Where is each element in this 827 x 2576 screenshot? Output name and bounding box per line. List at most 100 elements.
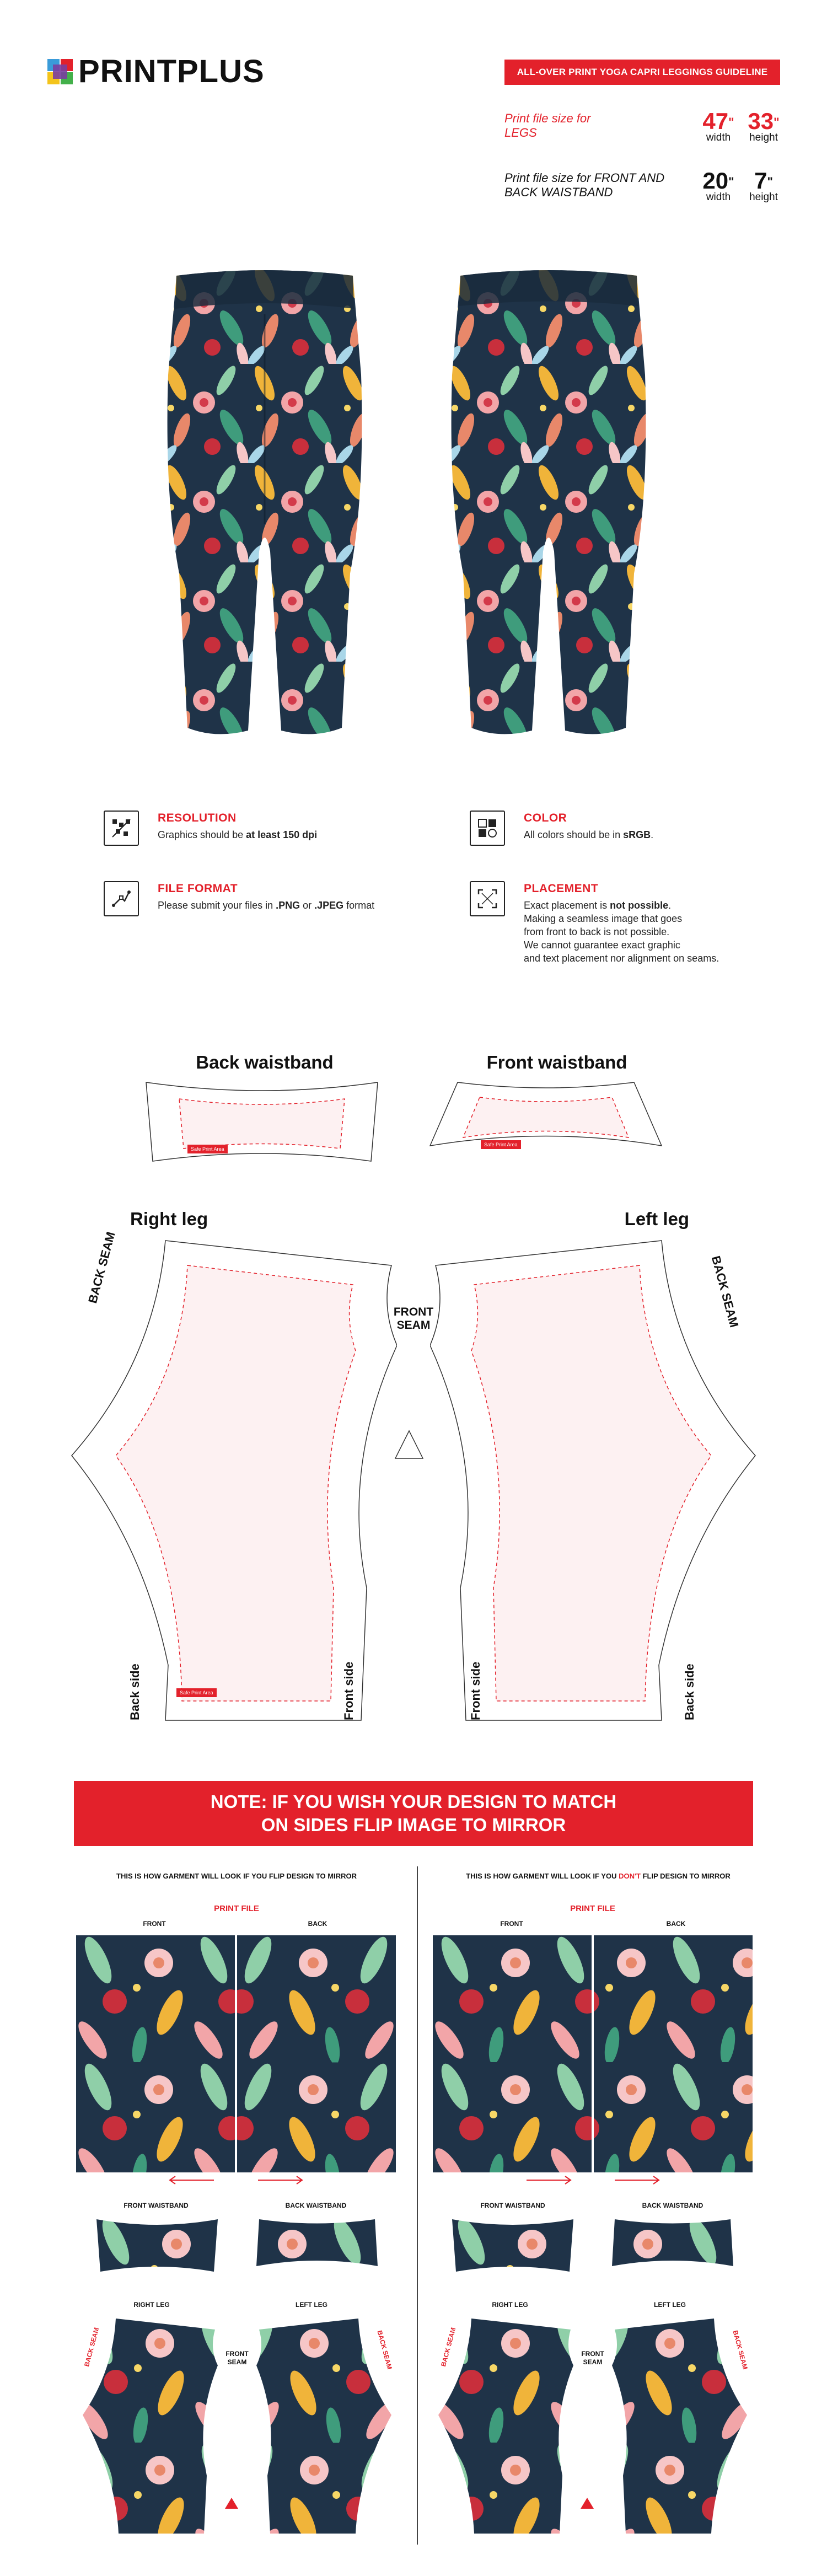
- front-seam-no-mirror-line1: FRONT: [581, 2350, 604, 2358]
- waistband-no-mirror-pieces: [452, 2219, 733, 2272]
- file-format-text-end: format: [343, 900, 375, 911]
- mirror-heading: THIS IS HOW GARMENT WILL LOOK IF YOU FLI…: [116, 1872, 357, 1880]
- right-leg-template: [71, 1240, 397, 1721]
- front-seam-mirror-line2: SEAM: [227, 2358, 247, 2366]
- note-line2: ON SIDES FLIP IMAGE TO MIRROR: [261, 1815, 566, 1835]
- safe-area-label-right-leg: Safe Print Area: [176, 1688, 217, 1697]
- placement-line1-end: .: [668, 900, 672, 911]
- right-leg-title: Right leg: [130, 1209, 208, 1229]
- left-leg-template: [430, 1240, 756, 1721]
- legs-height-value: 33: [748, 108, 774, 134]
- no-mirror-heading-end: FLIP DESIGN TO MIRROR: [641, 1872, 731, 1880]
- waistband-spec-label: Print file size for FRONT AND BACK WAIST…: [504, 171, 664, 200]
- front-seam-line1: FRONT: [393, 1306, 434, 1318]
- back-label-no-mirror: BACK: [666, 1920, 686, 1928]
- back-waistband-template: [146, 1082, 378, 1162]
- right-leg-label-no-mirror: RIGHT LEG: [492, 2301, 528, 2309]
- left-leg-title: Left leg: [624, 1209, 689, 1229]
- logo-mark-icon: [47, 59, 73, 84]
- front-seam-label-mirror: FRONT SEAM: [221, 2350, 254, 2366]
- safe-area-label-back-waistband: Safe Print Area: [187, 1145, 228, 1153]
- left-leg-label-mirror: LEFT LEG: [296, 2301, 327, 2309]
- file-format-block: FILE FORMAT Please submit your files in …: [158, 882, 374, 912]
- placement-line1: Exact placement is: [524, 900, 610, 911]
- placement-line4: We cannot guarantee exact graphic: [524, 940, 680, 951]
- print-file-mirror-panels: [76, 1935, 396, 2172]
- legs-height: 33" height: [743, 110, 784, 143]
- back-waistband-label-mirror: BACK WAISTBAND: [285, 2202, 347, 2209]
- legs-width: 47" width: [698, 110, 739, 143]
- placement-icon: [470, 881, 505, 916]
- mirror-note-banner: NOTE: IF YOU WISH YOUR DESIGN TO MATCH O…: [74, 1781, 753, 1846]
- note-line1: NOTE: IF YOU WISH YOUR DESIGN TO MATCH: [210, 1791, 617, 1812]
- color-text-bold: sRGB: [623, 829, 651, 840]
- right-leg-label-mirror: RIGHT LEG: [133, 2301, 170, 2309]
- waistband-height-unit: height: [749, 191, 778, 203]
- color-block: COLOR All colors should be in sRGB.: [524, 812, 653, 841]
- back-waistband-label-no-mirror: BACK WAISTBAND: [642, 2202, 704, 2209]
- legs-spec-label: Print file size for LEGS: [504, 111, 591, 140]
- front-seam-label: FRONT SEAM: [386, 1306, 441, 1332]
- color-text: All colors should be in: [524, 829, 624, 840]
- front-waistband-label-mirror: FRONT WAISTBAND: [123, 2202, 189, 2209]
- placement-line5: and text placement nor alignment on seam…: [524, 953, 719, 964]
- front-seam-line2: SEAM: [396, 1319, 431, 1332]
- resolution-text: Graphics should be: [158, 829, 246, 840]
- waistband-spec-label-line2: BACK WAISTBAND: [504, 185, 613, 199]
- safe-area-label-front-waistband: Safe Print Area: [481, 1140, 521, 1149]
- front-seam-no-mirror-line2: SEAM: [583, 2358, 603, 2366]
- back-side-label-left: Back side: [683, 1663, 696, 1720]
- inch-mark: ": [728, 175, 734, 189]
- waistband-height: 7" height: [743, 169, 784, 203]
- front-waistband-template: [429, 1082, 663, 1146]
- guideline-title-banner: ALL-OVER PRINT YOGA CAPRI LEGGINGS GUIDE…: [504, 60, 780, 85]
- inch-mark: ": [774, 115, 780, 129]
- waistband-spec-label-line1: Print file size for FRONT AND: [504, 171, 665, 185]
- legs-width-unit: width: [706, 132, 731, 143]
- back-label-mirror: BACK: [308, 1920, 327, 1928]
- file-format-text: Please submit your files in: [158, 900, 276, 911]
- file-format-png: .PNG: [276, 900, 300, 911]
- comparison-divider: [417, 1866, 418, 2545]
- brand-logo: PRINTPLUS: [47, 55, 265, 88]
- resolution-title: RESOLUTION: [158, 812, 237, 824]
- file-format-or: or: [300, 900, 315, 911]
- print-file-label-no-mirror: PRINT FILE: [570, 1904, 615, 1913]
- legs-spec-label-line2: LEGS: [504, 126, 537, 139]
- no-mirror-heading-text: THIS IS HOW GARMENT WILL LOOK IF YOU: [466, 1872, 619, 1880]
- waistband-width-unit: width: [706, 191, 731, 203]
- front-label-mirror: FRONT: [143, 1920, 166, 1928]
- print-file-no-mirror-panels: [433, 1935, 753, 2172]
- legs-spec-label-line1: Print file size for: [504, 111, 591, 125]
- brand-name: PRINTPLUS: [78, 53, 265, 89]
- legs-height-unit: height: [749, 132, 778, 143]
- mirror-arrows: [169, 2176, 303, 2185]
- waistband-width-value: 20: [702, 168, 729, 194]
- leggings-back-mockup: [167, 270, 362, 734]
- front-seam-label-no-mirror: FRONT SEAM: [576, 2350, 609, 2366]
- file-format-title: FILE FORMAT: [158, 882, 238, 895]
- back-waistband-title: Back waistband: [196, 1052, 334, 1072]
- no-mirror-arrows: [527, 2176, 660, 2185]
- resolution-text-bold: at least 150 dpi: [246, 829, 318, 840]
- front-side-label-right: Front side: [342, 1661, 356, 1720]
- print-file-label-mirror: PRINT FILE: [214, 1904, 259, 1913]
- front-seam-mirror-line1: FRONT: [225, 2350, 249, 2358]
- no-mirror-heading: THIS IS HOW GARMENT WILL LOOK IF YOU DON…: [436, 1872, 761, 1880]
- color-text-end: .: [651, 829, 654, 840]
- color-icon: [470, 811, 505, 846]
- crotch-gap-triangle: [394, 1430, 424, 1459]
- front-label-no-mirror: FRONT: [500, 1920, 523, 1928]
- inch-mark: ": [767, 175, 773, 189]
- file-format-jpeg: .JPEG: [314, 900, 344, 911]
- waistband-mirror-pieces: [96, 2219, 378, 2272]
- placement-title: PLACEMENT: [524, 882, 599, 895]
- resolution-block: RESOLUTION Graphics should be at least 1…: [158, 812, 317, 841]
- inch-mark: ": [728, 115, 734, 129]
- back-side-label-right: Back side: [128, 1663, 142, 1720]
- file-format-icon: [104, 881, 139, 916]
- legs-no-mirror-pieces: [438, 2319, 747, 2534]
- legs-width-value: 47: [702, 108, 729, 134]
- waistband-width: 20" width: [698, 168, 739, 203]
- front-side-label-left: Front side: [469, 1661, 482, 1720]
